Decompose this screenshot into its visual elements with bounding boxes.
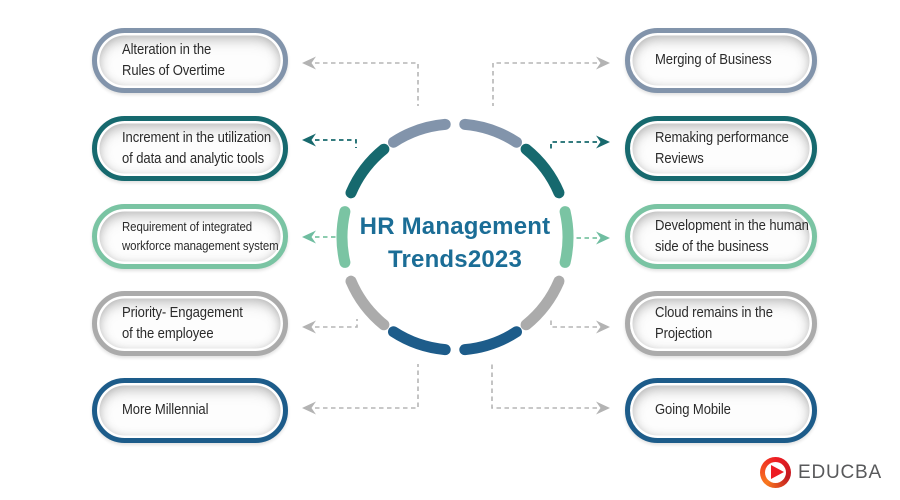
trend-box-alteration-overtime: Alteration in the Rules of Overtime <box>92 28 288 93</box>
trend-label: More Millennial <box>122 402 209 419</box>
trend-label: Alteration in the <box>122 42 212 59</box>
trend-label: of data and analytic tools <box>122 150 265 167</box>
arrowhead-right-icon <box>596 56 610 70</box>
diagram-title-line2: Trends2023 <box>387 246 523 273</box>
ring-segment <box>459 118 522 148</box>
arrowhead-right-icon <box>596 135 610 149</box>
trend-box-human-side: Development in the human side of the bus… <box>625 204 817 269</box>
connector-right-1 <box>492 62 597 106</box>
arrowhead-left-icon <box>302 133 316 147</box>
connector-right-2 <box>550 141 597 150</box>
ring-segment <box>388 326 451 356</box>
trend-box-more-millennial: More Millennial <box>92 378 288 443</box>
connector-right-5 <box>491 364 597 409</box>
trend-box-cloud-projection: Cloud remains in the Projection <box>625 291 817 356</box>
trend-box-data-analytics: Increment in the utilization of data and… <box>92 116 288 181</box>
ring-segment <box>336 206 351 268</box>
ring-segment <box>345 275 390 331</box>
arrowhead-right-icon <box>596 401 610 415</box>
trend-label: Merging of Business <box>655 52 772 69</box>
arrowhead-left-icon <box>302 230 316 244</box>
trend-label: Going Mobile <box>655 402 731 419</box>
ring-segment <box>559 206 574 268</box>
ring-segment <box>520 143 565 199</box>
trend-box-merging-business: Merging of Business <box>625 28 817 93</box>
trend-label: side of the business <box>655 238 769 255</box>
diagram-title: HR Management Trends2023 <box>360 210 551 276</box>
connector-left-4 <box>315 319 358 328</box>
educba-logo-text: EDUCBA <box>798 461 882 483</box>
ring-segment <box>459 326 522 356</box>
trend-label: Increment in the utilization <box>122 130 272 147</box>
connector-right-4 <box>550 319 597 328</box>
trend-label: Remaking performance <box>655 130 789 147</box>
trend-label: Reviews <box>655 150 704 167</box>
arrowhead-left-icon <box>302 320 316 334</box>
arrowhead-right-icon <box>596 320 610 334</box>
trend-label: Cloud remains in the <box>655 305 773 322</box>
connector-left-2 <box>315 139 357 148</box>
trend-label: of the employee <box>122 325 214 342</box>
trend-label: Development in the human <box>655 218 809 235</box>
trend-label: workforce management system <box>122 237 279 253</box>
arrowhead-right-icon <box>596 231 610 245</box>
trend-label: Rules of Overtime <box>122 62 225 79</box>
educba-logo: EDUCBA <box>760 457 882 488</box>
educba-play-icon <box>760 457 792 488</box>
arrowhead-left-icon <box>302 401 316 415</box>
trend-box-employee-engagement: Priority- Engagement of the employee <box>92 291 288 356</box>
ring-segment <box>520 275 565 331</box>
trend-box-workforce-system: Requirement of integrated workforce mana… <box>92 204 288 269</box>
segmented-circle <box>336 118 574 356</box>
arrowhead-left-icon <box>302 56 316 70</box>
trend-label: Priority- Engagement <box>122 305 243 322</box>
ring-segment <box>388 118 451 148</box>
ring-segment <box>345 143 390 199</box>
trend-label: Projection <box>655 325 713 342</box>
trend-box-going-mobile: Going Mobile <box>625 378 817 443</box>
trend-box-performance-reviews: Remaking performance Reviews <box>625 116 817 181</box>
connector-left-5 <box>315 364 419 409</box>
diagram-title-line1: HR Management <box>359 212 551 240</box>
connector-left-1 <box>315 62 419 106</box>
trend-label: Requirement of integrated <box>122 219 253 235</box>
